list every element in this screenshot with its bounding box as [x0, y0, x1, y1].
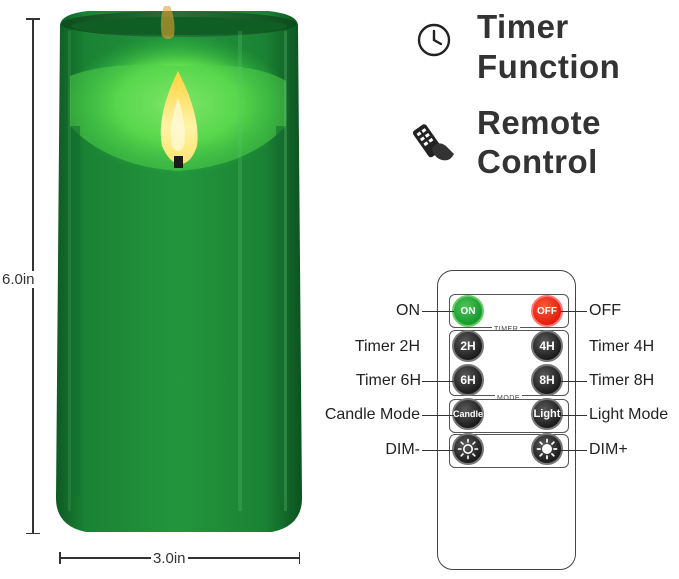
timer-4h-button-label: 4H [539, 339, 555, 353]
candle-mode-button[interactable]: Candle [452, 398, 484, 430]
leader-off [561, 311, 587, 313]
leader-timer-6h [422, 381, 454, 383]
label-timer-6h: Timer 6H [355, 372, 421, 389]
width-dimension-label: 3.0in [151, 550, 188, 567]
dim-plus-button[interactable] [531, 433, 563, 465]
label-timer-4h: Timer 4H [589, 338, 655, 355]
timer-2h-button-label: 2H [460, 339, 476, 353]
feature-timer-line2: Function [477, 48, 621, 85]
dim-minus-sun-icon [457, 438, 479, 460]
timer-8h-button-label: 8H [539, 373, 555, 387]
label-light-mode: Light Mode [589, 406, 669, 423]
green-led-candle [56, 6, 302, 532]
light-mode-button-label: Light [533, 408, 561, 420]
leader-timer-8h [561, 381, 587, 383]
feature-timer-line1: Timer [477, 8, 569, 45]
candle-mode-button-label: Candle [453, 409, 484, 419]
remote-control-icon [412, 124, 454, 161]
timer-section-label: TIMER [492, 326, 521, 333]
label-off: OFF [589, 302, 621, 319]
off-button[interactable]: OFF [531, 295, 563, 327]
leader-on [422, 311, 454, 313]
on-button-label: ON [460, 305, 476, 317]
leader-dim-minus [422, 450, 454, 452]
leader-candle-mode [422, 415, 454, 417]
leader-light-mode [561, 415, 587, 417]
on-button[interactable]: ON [452, 295, 484, 327]
label-on: ON [396, 302, 420, 319]
label-timer-2h: Timer 2H [354, 338, 420, 355]
label-timer-8h: Timer 8H [589, 372, 655, 389]
light-mode-button[interactable]: Light [531, 398, 563, 430]
timer-8h-button[interactable]: 8H [531, 364, 563, 396]
timer-2h-button[interactable]: 2H [452, 330, 484, 362]
timer-6h-button[interactable]: 6H [452, 364, 484, 396]
clock-icon [417, 23, 451, 57]
feature-remote-line1: Remote [477, 104, 602, 141]
label-candle-mode: Candle Mode [324, 406, 420, 423]
leader-dim-plus [561, 450, 587, 452]
label-dim-plus: DIM+ [589, 441, 628, 458]
feature-remote-line2: Control [477, 143, 598, 180]
label-dim-minus: DIM- [385, 441, 420, 458]
dim-plus-sun-icon [536, 438, 558, 460]
timer-6h-button-label: 6H [460, 373, 476, 387]
mode-section-label: MODE [495, 395, 522, 402]
timer-4h-button[interactable]: 4H [531, 330, 563, 362]
dim-minus-button[interactable] [452, 433, 484, 465]
off-button-label: OFF [537, 305, 557, 317]
height-dimension-label: 6.0in [0, 271, 37, 288]
